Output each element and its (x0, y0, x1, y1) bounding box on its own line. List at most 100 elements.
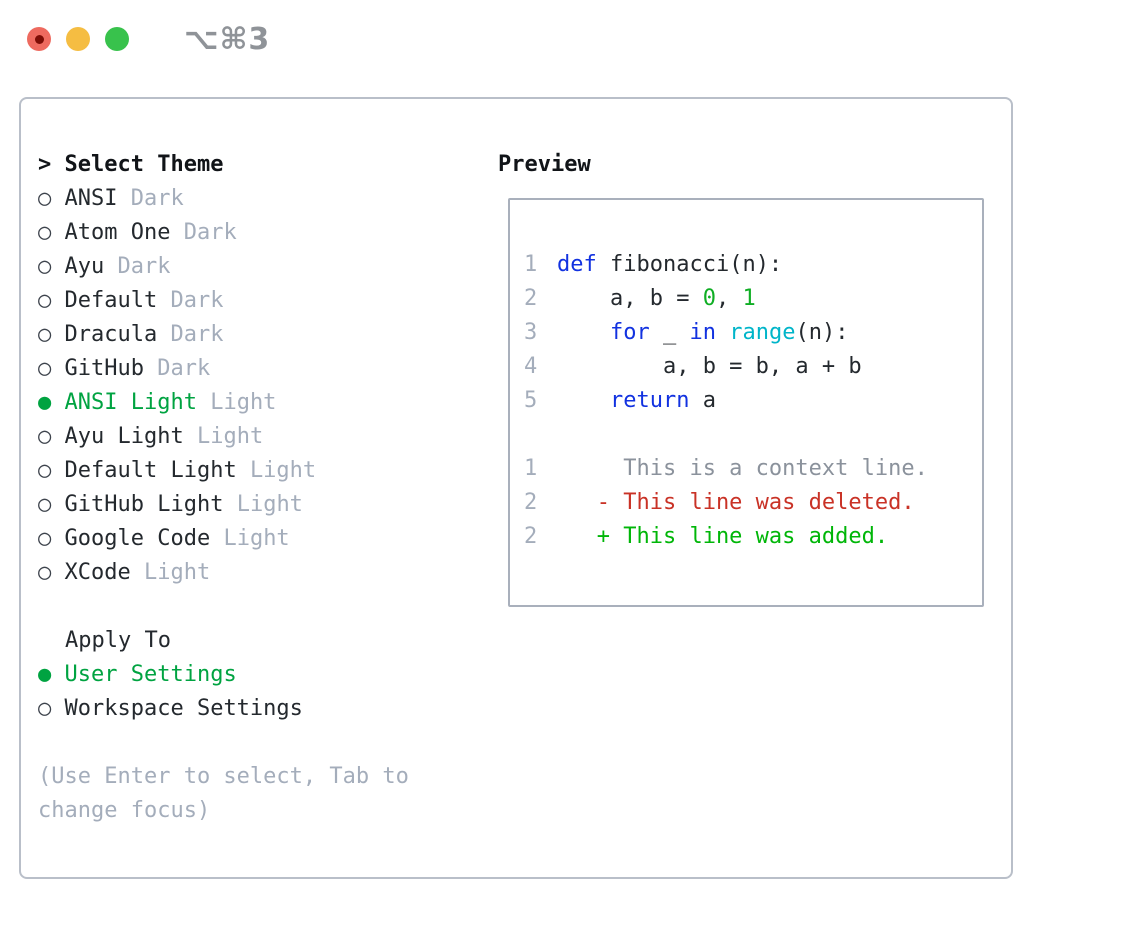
line-number: 5 (524, 388, 538, 413)
help-text: (Use Enter to select, Tab to change focu… (38, 764, 409, 823)
theme-name: Google Code (64, 526, 211, 551)
preview-line: 2 + This line was added. (524, 520, 972, 554)
theme-dialog: > Select Theme ○ ANSI Dark○ Atom One Dar… (19, 97, 1013, 879)
theme-name: XCode (64, 560, 131, 585)
theme-item-default[interactable]: ○ Default Dark (38, 284, 498, 318)
line-number: 4 (524, 354, 538, 379)
apply-option-workspace-settings[interactable]: ○ Workspace Settings (38, 692, 498, 726)
line-number: 2 (524, 286, 538, 311)
preview-title: Preview (498, 152, 591, 177)
line-number: 2 (524, 524, 538, 549)
line-number: 3 (524, 320, 538, 345)
line-number: 1 (524, 252, 538, 277)
theme-name: ANSI (64, 186, 118, 211)
theme-variant: Light (223, 526, 290, 551)
code-token: in (689, 320, 716, 345)
code-token (557, 388, 610, 413)
close-dot-icon (34, 34, 44, 44)
radio-icon: ○ (38, 254, 52, 279)
preview-line: 1 This is a context line. (524, 452, 972, 486)
radio-icon: ○ (38, 424, 52, 449)
preview-line: 3 for _ in range(n): (524, 316, 972, 350)
code-token (716, 320, 729, 345)
window-titlebar: ⌥⌘3 (0, 0, 1140, 57)
code-token: def (557, 252, 597, 277)
apply-option-label: Workspace Settings (64, 696, 303, 721)
code-token: a, b = b, a + b (557, 354, 862, 379)
theme-variant: Dark (130, 186, 184, 211)
theme-item-atom-one[interactable]: ○ Atom One Dark (38, 216, 498, 250)
theme-variant: Dark (183, 220, 237, 245)
code-token: _ (649, 320, 690, 345)
radio-icon: ● (38, 662, 52, 687)
preview-line (524, 418, 972, 452)
theme-name: Default (64, 288, 158, 313)
theme-list: ○ ANSI Dark○ Atom One Dark○ Ayu Dark○ De… (38, 182, 498, 590)
close-button[interactable] (27, 27, 51, 51)
theme-name: Ayu Light (64, 424, 184, 449)
code-token: + This line was added. (557, 524, 889, 549)
radio-icon: ○ (38, 186, 52, 211)
theme-item-ayu[interactable]: ○ Ayu Dark (38, 250, 498, 284)
radio-icon: ○ (38, 288, 52, 313)
radio-icon: ○ (38, 696, 52, 721)
radio-icon: ○ (38, 458, 52, 483)
theme-variant: Dark (117, 254, 171, 279)
select-theme-title: Select Theme (64, 152, 224, 177)
code-token: return (609, 388, 690, 413)
code-token: (n): (795, 320, 849, 345)
apply-to-list: ● User Settings○ Workspace Settings (38, 658, 498, 726)
code-token: 1 (742, 286, 756, 311)
theme-name: GitHub Light (64, 492, 224, 517)
cursor-indicator: > (38, 152, 52, 177)
theme-item-github-light[interactable]: ○ GitHub Light Light (38, 488, 498, 522)
code-token: , (715, 286, 743, 311)
theme-variant: Light (249, 458, 317, 483)
theme-item-ansi-light[interactable]: ● ANSI Light Light (38, 386, 498, 420)
code-token: a, b = (557, 286, 703, 311)
theme-item-github[interactable]: ○ GitHub Dark (38, 352, 498, 386)
theme-name: ANSI Light (64, 390, 197, 415)
code-token: This is a context line. (557, 456, 928, 481)
theme-item-google-code[interactable]: ○ Google Code Light (38, 522, 498, 556)
radio-icon: ○ (38, 560, 52, 585)
code-token: fibonacci(n): (596, 252, 783, 277)
theme-item-xcode[interactable]: ○ XCode Light (38, 556, 498, 590)
code-token: - This line was deleted. (557, 490, 915, 515)
theme-item-ayu-light[interactable]: ○ Ayu Light Light (38, 420, 498, 454)
preview-line: 5 return a (524, 384, 972, 418)
theme-variant: Dark (170, 322, 224, 347)
theme-name: Dracula (64, 322, 158, 347)
theme-variant: Light (236, 492, 303, 517)
code-token: range (729, 320, 796, 345)
theme-variant: Dark (170, 288, 224, 313)
apply-to-section: Apply To ● User Settings○ Workspace Sett… (38, 624, 498, 726)
minimize-button[interactable] (66, 27, 90, 51)
theme-item-dracula[interactable]: ○ Dracula Dark (38, 318, 498, 352)
apply-option-user-settings[interactable]: ● User Settings (38, 658, 498, 692)
radio-icon: ● (38, 390, 52, 415)
maximize-button[interactable] (105, 27, 129, 51)
theme-item-default-light[interactable]: ○ Default Light Light (38, 454, 498, 488)
theme-name: Ayu (64, 254, 105, 279)
apply-to-title: Apply To (65, 628, 171, 653)
code-token (557, 320, 610, 345)
theme-variant: Light (143, 560, 211, 585)
window-shortcut-label: ⌥⌘3 (184, 21, 271, 57)
preview-line: 2 - This line was deleted. (524, 486, 972, 520)
radio-icon: ○ (38, 220, 52, 245)
preview-line: 4 a, b = b, a + b (524, 350, 972, 384)
theme-name: Default Light (64, 458, 237, 483)
select-theme-header: > Select Theme (38, 148, 498, 182)
theme-variant: Light (210, 390, 277, 415)
theme-name: GitHub (64, 356, 144, 381)
line-number: 2 (524, 490, 538, 515)
code-token: a (689, 388, 716, 413)
code-token: 0 (702, 286, 716, 311)
theme-item-ansi[interactable]: ○ ANSI Dark (38, 182, 498, 216)
preview-line: 2 a, b = 0, 1 (524, 282, 972, 316)
